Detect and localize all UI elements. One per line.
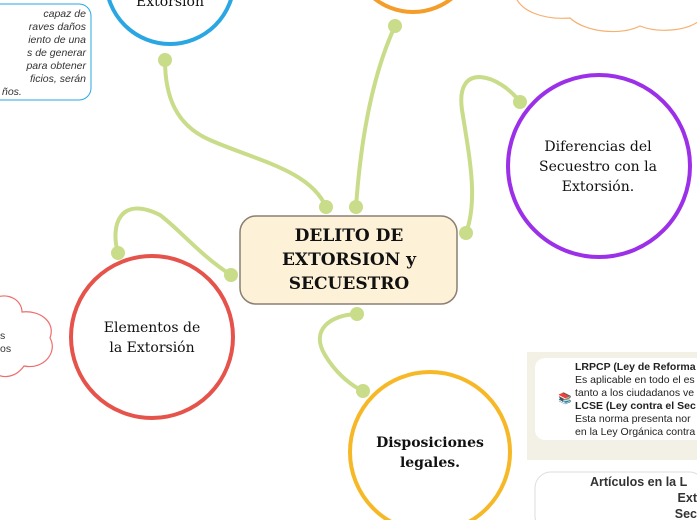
connector-dot bbox=[350, 307, 364, 321]
node-label-top-left: Extorsión bbox=[136, 0, 204, 10]
connector-dot bbox=[224, 268, 238, 282]
connector-dot bbox=[111, 246, 125, 260]
node-label-bottom: Disposiciones legales. bbox=[376, 435, 484, 471]
law2-line: Esta norma presenta nor bbox=[575, 413, 691, 425]
note-line: para obtener bbox=[26, 60, 86, 72]
laws-panel-card[interactable] bbox=[535, 358, 697, 440]
law1-line: Es aplicable en todo el es bbox=[575, 374, 695, 386]
central-node-box[interactable] bbox=[239, 215, 458, 305]
connector-right bbox=[459, 75, 522, 235]
articles-panel-text: Artículos en la L Ext Sec bbox=[590, 474, 697, 522]
articles-line: Sec bbox=[674, 507, 697, 521]
articles-line: Ext bbox=[677, 491, 697, 505]
left-cloud-text: s os bbox=[0, 330, 16, 356]
law2-line: en la Ley Orgánica contra bbox=[575, 426, 696, 438]
connector-dot bbox=[158, 53, 172, 67]
articles-line: Artículos en la L bbox=[590, 475, 688, 489]
connector-top-left bbox=[163, 58, 328, 209]
law1-title: LRPCP (Ley de Reforma bbox=[575, 361, 696, 373]
node-label-right: Diferencias del Secuestro con la Extorsi… bbox=[539, 139, 657, 195]
left-cloud[interactable] bbox=[0, 295, 53, 378]
connector-left bbox=[113, 206, 233, 277]
note-line: s de generar bbox=[27, 47, 86, 59]
top-right-cloud[interactable] bbox=[515, 0, 697, 33]
law1-line: tanto a los ciudadanos ve bbox=[575, 387, 695, 399]
connectors bbox=[113, 24, 522, 393]
law2-title: LCSE (Ley contra el Sec bbox=[575, 400, 696, 412]
node-circle-top[interactable] bbox=[351, 0, 475, 14]
connector-top bbox=[354, 24, 397, 209]
central-node-title: DELITO DE EXTORSION y SECUESTRO bbox=[281, 226, 417, 294]
top-left-note-text: capaz de raves daños iento de una s de g… bbox=[0, 8, 86, 99]
node-circle-top-left[interactable] bbox=[106, 0, 234, 46]
cloud-line: s bbox=[0, 330, 6, 342]
note-line: ficios, serán bbox=[29, 73, 86, 85]
connector-dot bbox=[513, 95, 527, 109]
cloud-line: os bbox=[0, 343, 12, 355]
node-circle-bottom[interactable] bbox=[348, 370, 512, 520]
books-icon: 📚 bbox=[558, 393, 572, 405]
note-line: capaz de bbox=[43, 8, 86, 20]
node-label-left: Elementos de la Extorsión bbox=[103, 320, 201, 356]
note-line: raves daños bbox=[28, 21, 86, 33]
node-circle-right[interactable] bbox=[506, 73, 692, 259]
laws-panel-text: LRPCP (Ley de Reforma Es aplicable en to… bbox=[575, 361, 697, 439]
connector-dot bbox=[349, 200, 363, 214]
articles-panel-card[interactable] bbox=[534, 471, 697, 520]
connector-bottom bbox=[317, 312, 365, 393]
connector-dot bbox=[356, 384, 370, 398]
note-line: iento de una bbox=[28, 34, 86, 46]
connector-dots bbox=[111, 19, 527, 398]
connector-dot bbox=[388, 19, 402, 33]
connector-dot bbox=[319, 200, 333, 214]
node-circle-left[interactable] bbox=[69, 254, 235, 420]
note-line: ños. bbox=[2, 86, 22, 98]
connector-dot bbox=[459, 226, 473, 240]
top-left-note-box[interactable] bbox=[0, 3, 92, 101]
